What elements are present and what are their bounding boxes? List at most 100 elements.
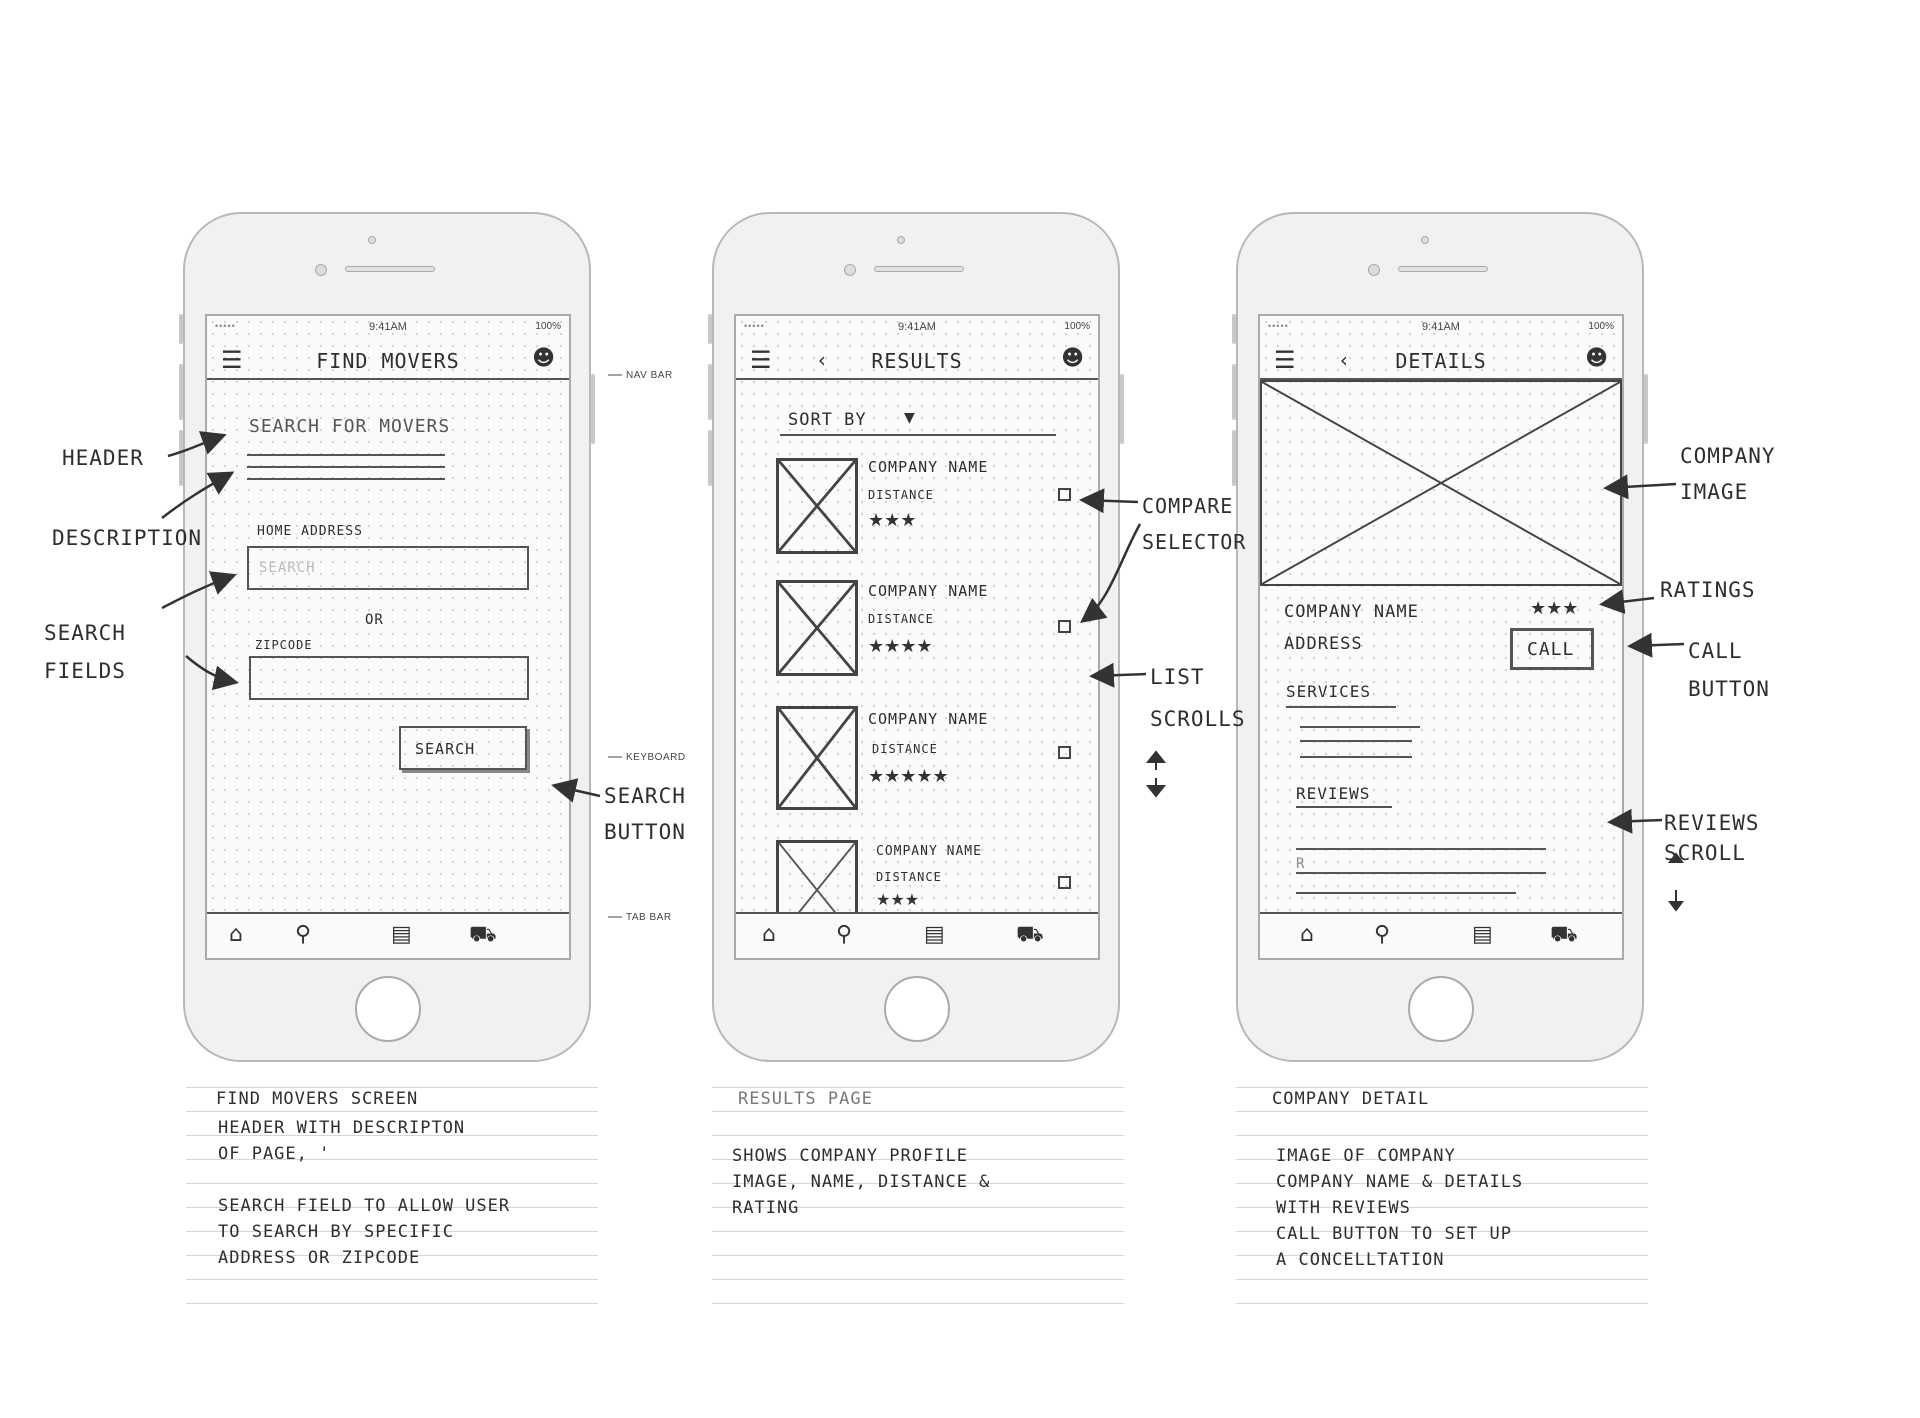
company-distance: DISTANCE — [868, 488, 934, 502]
volume-down-button — [179, 430, 183, 486]
reviews-underline — [1296, 806, 1392, 808]
call-button[interactable]: CALL — [1510, 628, 1594, 670]
company-image — [1260, 380, 1622, 586]
reviews-scroll-down-icon — [1668, 901, 1684, 912]
speaker — [1421, 236, 1429, 244]
review-line — [1296, 892, 1516, 894]
search-icon[interactable]: ⚲ — [836, 922, 853, 947]
home-icon[interactable]: ⌂ — [229, 922, 243, 947]
status-bar: ••••• 9:41AM 100% — [736, 318, 1098, 338]
description-line-3 — [247, 478, 445, 480]
home-icon[interactable]: ⌂ — [762, 922, 776, 947]
status-bar: ••••• 9:41AM 100% — [1260, 318, 1622, 338]
power-button — [1644, 374, 1648, 444]
notes-body: HEADER WITH DESCRIPTON OF PAGE, ' SEARCH… — [218, 1118, 511, 1268]
annotation-nav-bar: NAV BAR — [626, 370, 673, 381]
truck-icon[interactable]: ⛟ — [469, 922, 497, 947]
volume-down-button — [1232, 430, 1236, 486]
search-icon[interactable]: ⚲ — [295, 922, 312, 947]
user-icon[interactable]: ☻ — [532, 346, 555, 371]
home-icon[interactable]: ⌂ — [1300, 922, 1314, 947]
annotation-call-button: CALL BUTTON — [1688, 639, 1770, 701]
volume-up-button — [708, 364, 712, 420]
search-button-label: SEARCH — [415, 740, 476, 758]
book-icon[interactable]: ▤ — [391, 922, 412, 947]
status-time: 9:41AM — [369, 321, 407, 333]
notes-results: RESULTS PAGE SHOWS COMPANY PROFILE IMAGE… — [712, 1085, 1124, 1317]
services-line — [1300, 740, 1412, 742]
back-icon[interactable]: ‹ — [816, 348, 830, 372]
review-line — [1296, 848, 1546, 850]
call-button-label: CALL — [1527, 639, 1575, 660]
review-line — [1296, 872, 1546, 874]
status-time: 9:41AM — [1422, 321, 1460, 333]
compare-checkbox[interactable] — [1058, 746, 1071, 759]
company-rating: ★★★ — [868, 510, 917, 531]
notes-find-movers: FIND MOVERS SCREEN HEADER WITH DESCRIPTO… — [186, 1085, 598, 1317]
notes-body: SHOWS COMPANY PROFILE IMAGE, NAME, DISTA… — [732, 1146, 991, 1218]
search-button[interactable]: SEARCH — [399, 726, 527, 770]
annotation-ratings: RATINGS — [1660, 578, 1756, 602]
status-bar: ••••• 9:41AM 100% — [207, 318, 569, 338]
signal-indicator: ••••• — [744, 321, 765, 331]
book-icon[interactable]: ▤ — [924, 922, 945, 947]
volume-up-button — [1232, 364, 1236, 420]
zipcode-label: ZIPCODE — [255, 638, 313, 652]
page-header: SEARCH FOR MOVERS — [249, 416, 451, 437]
company-name: COMPANY NAME — [868, 582, 989, 600]
list-item[interactable]: COMPANY NAME DISTANCE ★★★★ — [776, 580, 1076, 680]
nav-bar: ☰ ‹ RESULTS ☻ — [736, 340, 1098, 380]
truck-icon[interactable]: ⛟ — [1550, 922, 1578, 947]
sort-dropdown[interactable]: SORT BY ▼ — [780, 406, 1056, 436]
or-label: OR — [365, 612, 384, 628]
list-item[interactable]: COMPANY NAME DISTANCE ★★★★★ — [776, 706, 1076, 816]
earpiece — [874, 266, 964, 272]
truck-icon[interactable]: ⛟ — [1016, 922, 1044, 947]
search-icon[interactable]: ⚲ — [1374, 922, 1391, 947]
list-item[interactable]: COMPANY NAME DISTANCE ★★★ — [776, 840, 1076, 940]
list-item[interactable]: COMPANY NAME DISTANCE ★★★ — [776, 458, 1076, 558]
front-camera — [1368, 264, 1380, 276]
zipcode-input[interactable] — [249, 656, 529, 700]
page-title: DETAILS — [1395, 349, 1487, 373]
company-name: COMPANY NAME — [868, 458, 989, 476]
user-icon[interactable]: ☻ — [1061, 346, 1084, 371]
volume-down-button — [708, 430, 712, 486]
page-title: FIND MOVERS — [316, 349, 460, 373]
company-distance: DISTANCE — [872, 742, 938, 756]
page-title: RESULTS — [871, 349, 963, 373]
home-button — [1408, 976, 1474, 1042]
back-icon[interactable]: ‹ — [1338, 348, 1352, 372]
home-button — [355, 976, 421, 1042]
speaker — [368, 236, 376, 244]
book-icon[interactable]: ▤ — [1472, 922, 1493, 947]
home-address-placeholder: SEARCH — [259, 560, 316, 576]
notes-company-detail: COMPANY DETAIL IMAGE OF COMPANY COMPANY … — [1236, 1085, 1648, 1317]
tab-bar: ⌂ ⚲ ▤ ⛟ — [207, 912, 569, 958]
company-distance: DISTANCE — [876, 870, 942, 884]
services-heading: SERVICES — [1286, 682, 1372, 701]
menu-icon[interactable]: ☰ — [1274, 346, 1296, 374]
user-icon[interactable]: ☻ — [1585, 346, 1608, 371]
company-name: COMPANY NAME — [1284, 602, 1419, 622]
annotation-header: HEADER — [62, 446, 144, 470]
home-address-input[interactable]: SEARCH — [247, 546, 529, 590]
battery-level: 100% — [1064, 321, 1090, 332]
signal-indicator: ••••• — [1268, 321, 1289, 331]
nav-bar: ☰ ‹ DETAILS ☻ — [1260, 340, 1622, 380]
compare-checkbox[interactable] — [1058, 488, 1071, 501]
speaker — [897, 236, 905, 244]
compare-checkbox[interactable] — [1058, 876, 1071, 889]
phone-find-movers: ••••• 9:41AM 100% ☰ FIND MOVERS ☻ SEARCH… — [179, 212, 595, 1062]
scroll-up-icon — [1145, 750, 1167, 763]
scroll-down-icon — [1145, 785, 1167, 798]
earpiece — [345, 266, 435, 272]
battery-level: 100% — [1588, 321, 1614, 332]
annotation-search-button: SEARCH BUTTON — [604, 784, 686, 844]
menu-icon[interactable]: ☰ — [750, 346, 772, 374]
front-camera — [315, 264, 327, 276]
compare-checkbox[interactable] — [1058, 620, 1071, 633]
notes-title: FIND MOVERS SCREEN — [216, 1089, 419, 1109]
menu-icon[interactable]: ☰ — [221, 346, 243, 374]
services-line — [1300, 726, 1420, 728]
